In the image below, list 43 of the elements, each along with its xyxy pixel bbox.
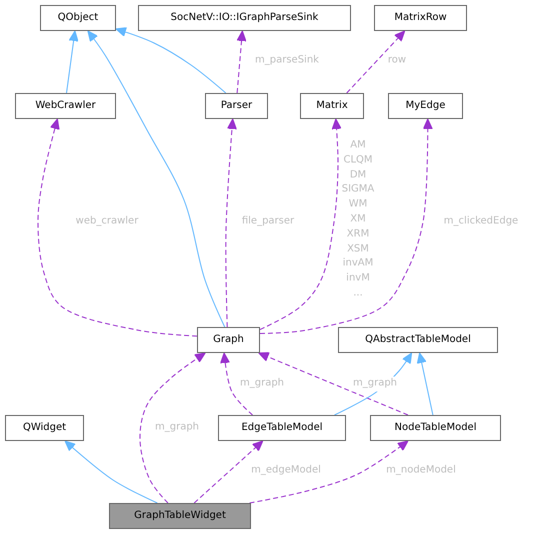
arrow	[64, 440, 158, 504]
class-box	[138, 5, 351, 31]
dashed-arrow	[194, 440, 264, 504]
class-box	[205, 93, 268, 119]
dashed-arrow	[236, 30, 246, 94]
class-name: NodeTableModel	[394, 422, 476, 434]
class-name: QWidget	[22, 422, 66, 434]
dashed-arrow	[249, 440, 408, 504]
class-name: Matrix	[316, 100, 348, 112]
class-box	[5, 415, 84, 441]
class-box	[109, 503, 251, 529]
class-name: GraphTableWidget	[134, 510, 226, 522]
class-name: QAbstractTableModel	[365, 334, 471, 346]
class-name: WebCrawler	[35, 100, 96, 112]
arrow	[116, 27, 226, 94]
dashed-arrow	[260, 118, 342, 330]
class-box	[300, 93, 364, 119]
class-name: Graph	[213, 334, 244, 346]
class-name: MatrixRow	[394, 12, 447, 24]
dashed-arrow	[260, 118, 433, 334]
arrow	[66, 30, 79, 94]
arrow	[416, 352, 434, 416]
dashed-arrow	[258, 352, 408, 416]
dashed-arrow	[225, 118, 237, 328]
dashed-arrow	[38, 118, 198, 337]
class-box	[374, 5, 467, 31]
class-box	[388, 93, 463, 119]
class-box	[40, 5, 116, 31]
class-name: Parser	[220, 100, 252, 112]
dashed-arrow	[346, 30, 406, 94]
class-name: EdgeTableModel	[241, 422, 323, 434]
arrow	[87, 30, 226, 328]
edge-label: m_graph	[352, 376, 398, 392]
class-name: QObject	[58, 12, 98, 24]
dashed-arrow	[140, 352, 206, 504]
class-box	[338, 327, 498, 353]
class-name: SocNetV::IO::IGraphParseSink	[170, 12, 318, 24]
dashed-arrow	[220, 352, 254, 416]
class-box	[218, 415, 346, 441]
class-box	[197, 327, 260, 353]
class-name: MyEdge	[406, 100, 446, 112]
class-box	[15, 93, 116, 119]
class-box	[370, 415, 501, 441]
